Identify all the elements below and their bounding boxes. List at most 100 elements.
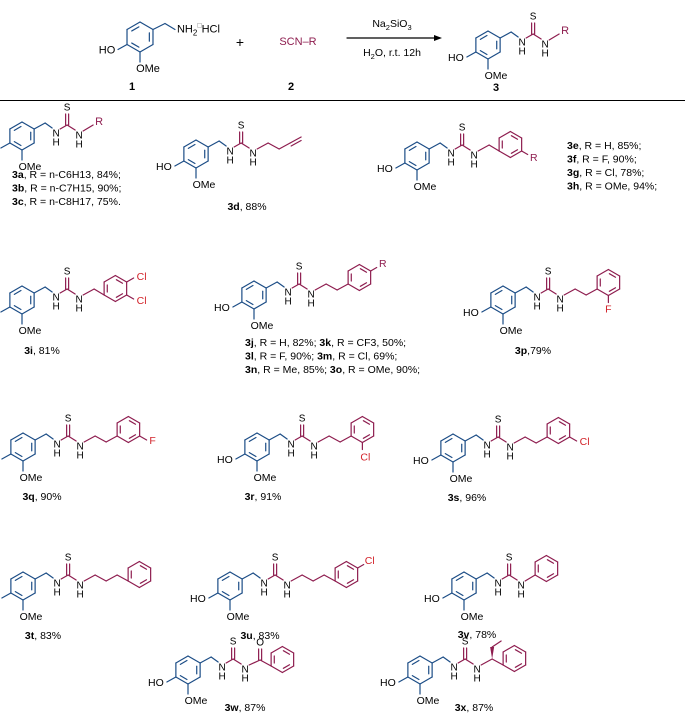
ring-bond bbox=[270, 665, 283, 674]
h-atom-label: H bbox=[242, 674, 249, 685]
ring-double-bond bbox=[408, 145, 417, 151]
amine-hcl-label: NH2□HCl bbox=[177, 22, 220, 37]
bond-n-cs bbox=[291, 283, 300, 289]
ring-double-bond bbox=[558, 435, 567, 440]
reactant-2-formula: SCN–R bbox=[279, 36, 316, 48]
compound-caption: 3q, 90% bbox=[22, 491, 61, 503]
s-atom-label: S bbox=[65, 414, 72, 425]
n-atom-label: N bbox=[471, 151, 478, 162]
h-atom-label: H bbox=[77, 451, 84, 462]
bond-n-cs bbox=[540, 288, 549, 294]
ring-double-bond bbox=[14, 436, 23, 442]
ring-double-bond bbox=[411, 675, 420, 681]
bond-substituent bbox=[370, 266, 378, 272]
ring-bond bbox=[404, 141, 418, 150]
ring-bond bbox=[350, 415, 363, 424]
h-atom-label: H bbox=[308, 299, 315, 310]
methoxy-label: OMe bbox=[417, 695, 440, 707]
bond-cl bbox=[126, 294, 135, 300]
fluorine-label: F bbox=[605, 304, 611, 316]
compound-3a-structure: HOOMeNHSNHR3a, R = n-C6H13, 84%;3b, R = … bbox=[0, 103, 121, 208]
bond-ch2 bbox=[499, 31, 512, 39]
ring-bond bbox=[114, 274, 128, 283]
r-group-label: R bbox=[561, 25, 569, 37]
ring-bond bbox=[557, 436, 571, 445]
ring-bond bbox=[596, 268, 609, 277]
bond-ch2 bbox=[34, 433, 47, 441]
ring-double-bond bbox=[346, 565, 355, 570]
bond-n-cs bbox=[457, 658, 466, 664]
ring-bond bbox=[244, 453, 258, 462]
compound-caption: 3r, 91% bbox=[245, 491, 282, 503]
ring-bond bbox=[10, 432, 24, 441]
ring-bond bbox=[9, 285, 23, 294]
h-atom-label: H bbox=[518, 590, 525, 601]
n-atom-label: N bbox=[484, 441, 491, 452]
hydroxyl-label: HO bbox=[413, 455, 429, 467]
bond-cs-n bbox=[232, 658, 242, 665]
compound-caption: 3t, 83% bbox=[25, 630, 61, 642]
bond-n-cs bbox=[60, 435, 69, 441]
h-atom-label: H bbox=[261, 588, 268, 599]
ring-double-bond bbox=[362, 434, 371, 439]
ring-bond bbox=[244, 432, 258, 441]
bond-ch2 bbox=[152, 22, 166, 31]
ring-bond bbox=[217, 571, 231, 580]
ring-bond bbox=[9, 142, 23, 151]
ring-double-bond bbox=[455, 591, 464, 597]
ring-double-bond bbox=[245, 300, 254, 306]
bond-n-cs bbox=[59, 124, 68, 130]
ring-double-bond bbox=[139, 579, 148, 584]
ring-double-bond bbox=[455, 575, 464, 581]
bond-cs-n bbox=[274, 574, 284, 581]
bond-oh bbox=[174, 160, 185, 167]
bond-ch2-n bbox=[218, 140, 227, 147]
chain-bond bbox=[477, 144, 490, 152]
bond-ch2 bbox=[199, 656, 212, 664]
bond-ch2 bbox=[514, 286, 527, 294]
ring-bond bbox=[195, 139, 209, 148]
ring-double-bond bbox=[510, 135, 519, 140]
chain-bond bbox=[336, 283, 349, 291]
bond-oh bbox=[395, 162, 406, 169]
chain-bond bbox=[323, 574, 336, 582]
ring-double-bond bbox=[444, 437, 453, 443]
hydroxyl-label: HO bbox=[377, 163, 393, 175]
n-atom-label: N bbox=[76, 131, 83, 142]
bond-cs-n bbox=[461, 144, 471, 151]
ring-double-bond bbox=[514, 663, 523, 668]
h-atom-label: H bbox=[534, 302, 541, 313]
h-atom-label: H bbox=[76, 304, 83, 315]
ring-bond bbox=[546, 436, 559, 445]
bond-n-cs bbox=[525, 33, 534, 39]
n-atom-label: N bbox=[53, 129, 60, 140]
bond-oh bbox=[466, 51, 477, 58]
bond-oh bbox=[0, 142, 11, 149]
ring-double-bond bbox=[346, 579, 355, 584]
ring-double-bond bbox=[362, 420, 371, 425]
ring-bond bbox=[475, 51, 489, 60]
bond-benzyl bbox=[93, 288, 105, 296]
chain-bond bbox=[94, 435, 107, 443]
methoxy-label: OMe bbox=[414, 181, 437, 193]
bond-cs-n bbox=[508, 574, 518, 581]
bond-cs-n bbox=[532, 33, 542, 40]
bond-ch2 bbox=[464, 434, 477, 442]
bond-n-cs bbox=[59, 288, 68, 294]
methoxy-label: OMe bbox=[20, 472, 43, 484]
h-atom-label: H bbox=[471, 160, 478, 171]
bond-cl bbox=[569, 436, 578, 442]
chain-bond bbox=[82, 288, 95, 296]
ring-double-bond bbox=[558, 421, 567, 426]
methoxy-label: OMe bbox=[450, 473, 473, 485]
ring-double-bond bbox=[13, 305, 22, 311]
n-atom-label: N bbox=[77, 581, 84, 592]
h-atom-label: H bbox=[53, 138, 60, 149]
ring-bond bbox=[241, 280, 255, 289]
bond-ch2-n bbox=[475, 434, 484, 441]
